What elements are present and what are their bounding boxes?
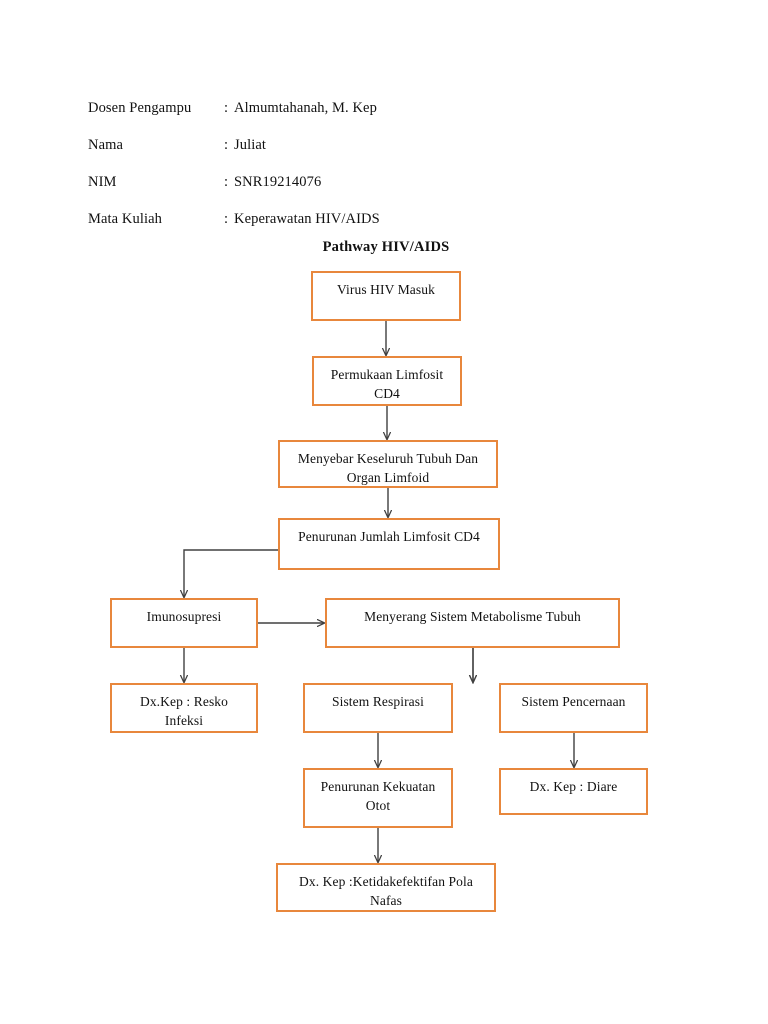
- flow-node-label: Menyerang Sistem Metabolisme Tubuh: [364, 609, 581, 624]
- flow-node-menyebar-keseluruh-tubuh: Menyebar Keseluruh Tubuh Dan Organ Limfo…: [278, 440, 498, 488]
- flow-node-label: Menyebar Keseluruh Tubuh Dan Organ Limfo…: [297, 451, 479, 485]
- meta-label: Mata Kuliah: [88, 211, 162, 227]
- connector-penurunan-to-imunosupresi: [184, 549, 278, 597]
- flow-node-label: Sistem Pencernaan: [521, 694, 626, 709]
- flow-node-label: Dx. Kep : Diare: [529, 779, 618, 794]
- flow-node-dx-kep-diare: Dx. Kep : Diare: [499, 768, 648, 815]
- flow-node-dx-kep-ketidakefektifan: Dx. Kep :Ketidakefektifan Pola Nafas: [276, 863, 496, 912]
- flow-node-imunosupresi: Imunosupresi: [110, 598, 258, 648]
- diagram-title: Pathway HIV/AIDS: [0, 239, 768, 256]
- meta-row: NIM: SNR19214076: [88, 164, 608, 201]
- diagram-title-text: Pathway HIV/AIDS: [322, 239, 450, 255]
- meta-separator: :: [224, 211, 229, 227]
- flow-node-label: Virus HIV Masuk: [337, 282, 435, 297]
- meta-separator: :: [224, 174, 229, 190]
- meta-separator: :: [224, 100, 229, 116]
- meta-row: Mata Kuliah: Keperawatan HIV/AIDS: [88, 201, 608, 238]
- flow-node-permukaan-limfosit-cd4: Permukaan Limfosit CD4: [312, 356, 462, 406]
- flow-node-dx-kep-resko-infeksi: Dx.Kep : Resko Infeksi: [110, 683, 258, 733]
- flow-node-penurunan-jumlah-limfosit: Penurunan Jumlah Limfosit CD4: [278, 518, 500, 570]
- meta-label: Dosen Pengampu: [88, 100, 192, 116]
- flow-node-label: Imunosupresi: [146, 609, 222, 624]
- flow-node-label: Dx.Kep : Resko Infeksi: [139, 694, 229, 728]
- meta-row: Dosen Pengampu: Almumtahanah, M. Kep: [88, 90, 608, 127]
- meta-label: Nama: [88, 137, 124, 153]
- flow-node-label: Sistem Respirasi: [332, 694, 424, 709]
- flow-node-label: Dx. Kep :Ketidakefektifan Pola Nafas: [299, 874, 473, 908]
- meta-row: Nama: Juliat: [88, 127, 608, 164]
- flow-node-virus-hiv-masuk: Virus HIV Masuk: [311, 271, 461, 321]
- meta-value: Juliat: [234, 137, 267, 153]
- flow-node-menyerang-sistem-metabolisme: Menyerang Sistem Metabolisme Tubuh: [325, 598, 620, 648]
- meta-label: NIM: [88, 174, 117, 190]
- meta-value: Keperawatan HIV/AIDS: [234, 211, 380, 227]
- flow-node-label: Penurunan Kekuatan Otot: [320, 779, 436, 813]
- flow-node-label: Penurunan Jumlah Limfosit CD4: [298, 529, 480, 544]
- flow-node-sistem-respirasi: Sistem Respirasi: [303, 683, 453, 733]
- flow-node-penurunan-kekuatan-otot: Penurunan Kekuatan Otot: [303, 768, 453, 828]
- flow-node-label: Permukaan Limfosit CD4: [330, 367, 444, 401]
- meta-value: Almumtahanah, M. Kep: [234, 100, 377, 116]
- meta-separator: :: [224, 137, 229, 153]
- meta-value: SNR19214076: [234, 174, 322, 190]
- flow-node-sistem-pencernaan: Sistem Pencernaan: [499, 683, 648, 733]
